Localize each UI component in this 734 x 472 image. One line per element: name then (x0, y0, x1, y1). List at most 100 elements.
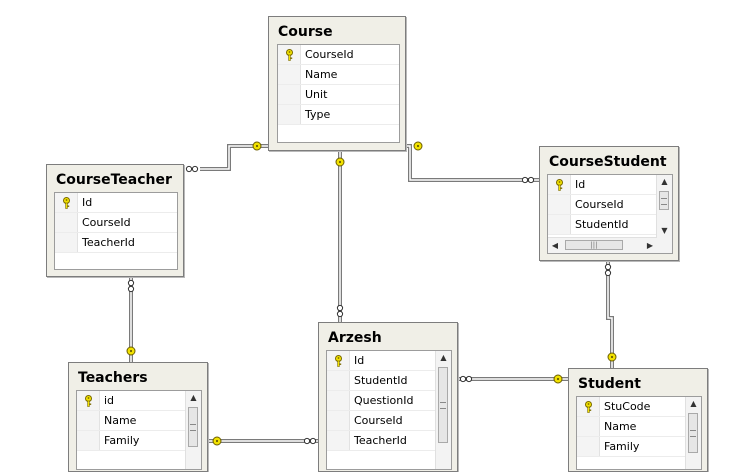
column-row-teacherid[interactable]: TeacherId (327, 431, 451, 451)
row-selector[interactable] (77, 391, 100, 410)
table-teachers[interactable]: Teachers id Name Family ▲ (68, 362, 208, 472)
vertical-scrollbar[interactable]: ▲ ▼ (656, 175, 672, 238)
column-grid[interactable]: CourseId Name Unit Type (277, 44, 400, 143)
vertical-scrollbar[interactable]: ▲ (685, 397, 701, 469)
grip-icon (190, 424, 196, 431)
relationship-courseteacher-teachers[interactable] (126, 277, 136, 362)
row-selector[interactable] (278, 85, 301, 104)
relationship-coursestudent-course[interactable] (406, 141, 539, 184)
column-grid[interactable]: StuCode Name Family ▲ (576, 396, 702, 470)
row-selector[interactable] (327, 431, 350, 450)
grip-icon (690, 430, 696, 437)
vertical-scrollbar[interactable]: ▲ (435, 351, 451, 469)
column-name: Family (604, 440, 640, 453)
column-row-courseid[interactable]: CourseId (327, 411, 451, 431)
column-row-courseid[interactable]: CourseId (548, 195, 672, 215)
column-name: Name (104, 414, 137, 427)
column-grid[interactable]: Id CourseId TeacherId (54, 192, 178, 270)
row-selector[interactable] (548, 195, 571, 214)
row-selector[interactable] (278, 45, 301, 64)
row-selector[interactable] (278, 105, 301, 124)
row-selector[interactable] (55, 213, 78, 232)
column-name: id (104, 394, 115, 407)
column-row-id[interactable]: Id (327, 351, 451, 371)
column-row-stucode[interactable]: StuCode (577, 397, 701, 417)
column-row-type[interactable]: Type (278, 105, 399, 125)
scroll-thumb[interactable] (438, 367, 448, 443)
column-name: Name (305, 68, 338, 81)
relationship-coursestudent-student[interactable] (604, 261, 617, 368)
relationship-line-inner (406, 145, 539, 181)
row-selector[interactable] (77, 411, 100, 430)
column-row-unit[interactable]: Unit (278, 85, 399, 105)
infinity-icon (521, 176, 535, 184)
row-selector[interactable] (278, 65, 301, 84)
column-grid[interactable]: id Name Family ▲ (76, 390, 202, 470)
table-courseteacher[interactable]: CourseTeacher Id CourseId TeacherId (46, 164, 184, 277)
horizontal-scrollbar[interactable]: ◀ ||| ▶ (548, 237, 657, 253)
scroll-up-arrow-icon[interactable]: ▲ (190, 393, 197, 402)
table-course[interactable]: Course CourseId Name Unit Type (268, 16, 406, 151)
vertical-scrollbar[interactable]: ▲ (185, 391, 201, 469)
column-row-name[interactable]: Name (77, 411, 201, 431)
scroll-down-arrow-icon[interactable]: ▼ (661, 226, 668, 235)
row-selector[interactable] (577, 397, 600, 416)
column-grid[interactable]: Id CourseId StudentId ▲ ▼ ◀ ||| ▶ (547, 174, 673, 254)
column-row-questionid[interactable]: QuestionId (327, 391, 451, 411)
grip-icon (661, 198, 667, 205)
row-selector[interactable] (327, 371, 350, 390)
column-row-family[interactable]: Family (577, 437, 701, 457)
row-selector[interactable] (548, 175, 571, 194)
table-arzesh[interactable]: Arzesh Id StudentId QuestionId CourseId … (318, 322, 458, 472)
primary-key-icon (556, 179, 563, 191)
relationship-arzesh-teachers[interactable] (208, 436, 318, 446)
relationship-lines (126, 141, 617, 446)
column-grid[interactable]: Id StudentId QuestionId CourseId Teacher… (326, 350, 452, 470)
row-selector[interactable] (77, 431, 100, 450)
key-endpoint-icon (413, 141, 423, 151)
row-selector[interactable] (327, 391, 350, 410)
column-row-name[interactable]: Name (577, 417, 701, 437)
column-name: CourseId (305, 48, 354, 61)
scroll-right-arrow-icon[interactable]: ▶ (646, 241, 654, 250)
column-name: Unit (305, 88, 328, 101)
scroll-thumb[interactable] (188, 407, 198, 447)
column-name: Name (604, 420, 637, 433)
column-row-name[interactable]: Name (278, 65, 399, 85)
row-selector[interactable] (327, 351, 350, 370)
scroll-thumb[interactable] (659, 191, 669, 210)
column-row-courseid[interactable]: CourseId (278, 45, 399, 65)
scroll-up-arrow-icon[interactable]: ▲ (690, 399, 697, 408)
scroll-left-arrow-icon[interactable]: ◀ (551, 241, 559, 250)
scroll-thumb[interactable] (688, 413, 698, 453)
row-selector[interactable] (327, 411, 350, 430)
column-row-courseid[interactable]: CourseId (55, 213, 177, 233)
row-selector[interactable] (577, 437, 600, 456)
relationship-arzesh-course[interactable] (335, 151, 345, 322)
scroll-up-arrow-icon[interactable]: ▲ (440, 353, 447, 362)
table-title: CourseStudent (549, 154, 667, 170)
column-row-studentid[interactable]: StudentId (548, 215, 672, 235)
column-name: TeacherId (354, 434, 407, 447)
row-selector[interactable] (55, 193, 78, 212)
column-row-id[interactable]: Id (548, 175, 672, 195)
table-student[interactable]: Student StuCode Name Family ▲ (568, 368, 708, 472)
row-selector[interactable] (577, 417, 600, 436)
scroll-up-arrow-icon[interactable]: ▲ (661, 177, 668, 186)
primary-key-icon (335, 355, 342, 367)
relationship-line-inner (200, 145, 268, 170)
column-row-teacherid[interactable]: TeacherId (55, 233, 177, 253)
column-row-id[interactable]: id (77, 391, 201, 411)
table-coursestudent[interactable]: CourseStudent Id CourseId StudentId ▲ ▼ … (539, 146, 679, 261)
relationship-arzesh-student[interactable] (458, 374, 568, 384)
row-selector[interactable] (55, 233, 78, 252)
infinity-icon (127, 279, 135, 293)
column-row-studentid[interactable]: StudentId (327, 371, 451, 391)
row-selector[interactable] (548, 215, 571, 234)
column-row-family[interactable]: Family (77, 431, 201, 451)
scroll-thumb[interactable]: ||| (565, 240, 623, 250)
column-row-id[interactable]: Id (55, 193, 177, 213)
relationship-courseteacher-course[interactable] (185, 141, 268, 173)
relationship-line-outer (406, 144, 539, 182)
